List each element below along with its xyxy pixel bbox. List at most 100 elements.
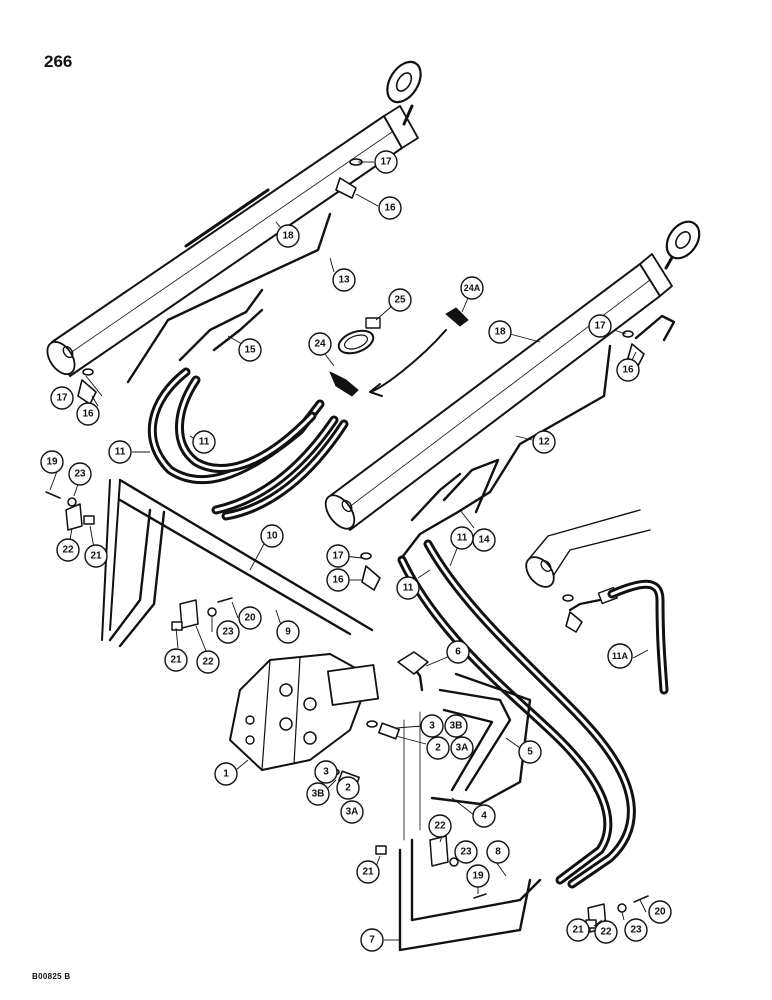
callout: 18 [276,224,300,248]
callout: 14 [472,528,496,552]
callout-label: 16 [384,203,396,214]
callout-label: 16 [82,409,94,420]
callout-label: 23 [222,627,234,638]
callout-label: 11 [199,437,210,448]
figure-code: B00825 B [32,972,71,981]
page-number: 266 [44,52,73,71]
callout: 25 [388,288,412,312]
callout-label: 8 [495,847,501,858]
callout: 5 [518,740,542,764]
callout: 6 [446,640,470,664]
callout: 8 [486,840,510,864]
callout-label: 15 [244,345,256,356]
callout-label: 17 [56,393,68,404]
callout-label: 20 [244,613,256,624]
callout: 22 [428,814,452,838]
callout: 21 [84,544,108,568]
callout-label: 18 [494,327,506,338]
callout-label: 21 [170,655,182,666]
leader-lines [49,161,649,941]
callout: 19 [40,450,64,474]
callout: 3A [450,736,474,760]
callout-label: 20 [654,907,666,918]
hoses-right [397,539,636,889]
callout-label: 2 [435,743,441,754]
callout-label: 3B [312,789,325,800]
cylinder-end-inset [525,509,669,695]
callout: 11 [192,430,216,454]
callout: 16 [378,196,402,220]
callout: 22 [56,538,80,562]
callout-label: 21 [572,925,584,936]
callout-label: 2 [345,783,351,794]
callout: 13 [332,268,356,292]
callout-label: 21 [90,551,102,562]
callout-label: 14 [478,535,490,546]
fittings [77,158,645,788]
hoses-left [147,367,349,521]
callout: 16 [76,402,100,426]
control-valve [229,653,380,771]
callout-label: 13 [338,275,350,286]
callout: 23 [454,840,478,864]
callout-label: 17 [332,551,344,562]
callout-label: 3 [323,767,329,778]
callout: 3 [420,714,444,738]
callout-label: 23 [630,925,642,936]
callout-label: 6 [455,647,461,658]
callout: 22 [594,920,618,944]
callout: 3 [314,760,338,784]
callout: 21 [356,860,380,884]
callout: 24A [460,276,484,300]
callout-label: 3A [346,807,359,818]
callout-label: 4 [481,811,487,822]
callout: 16 [326,568,350,592]
callout-label: 21 [362,867,374,878]
callout: 3B [444,714,468,738]
callout: 17 [588,314,612,338]
callout: 21 [164,648,188,672]
callout: 15 [238,338,262,362]
callout: 4 [472,804,496,828]
callout: 23 [624,918,648,942]
callout: 17 [50,386,74,410]
callout-label: 18 [282,231,294,242]
callout: 24 [308,332,332,356]
callout: 17 [374,150,398,174]
callout: 17 [326,544,350,568]
callout: 11A [607,643,633,669]
callout: 16 [616,358,640,382]
callout-label: 7 [369,935,375,946]
cylinder-upper-left [46,60,422,377]
callout: 3B [306,782,330,806]
callout-label: 17 [380,157,392,168]
callout-label: 1 [223,769,229,780]
callout: 11 [108,440,132,464]
callout-label: 3 [429,721,435,732]
callout-label: 11 [115,447,126,458]
callout: 1 [214,762,238,786]
callout-label: 22 [600,927,612,938]
callout: 12 [532,430,556,454]
callout: 3A [340,800,364,824]
callout-label: 23 [460,847,472,858]
callout-label: 9 [285,627,291,638]
callout: 22 [196,650,220,674]
callout-label: 23 [74,469,86,480]
callout-label: 19 [46,457,58,468]
callout: 18 [488,320,512,344]
callout: 7 [360,928,384,952]
callout: 20 [648,900,672,924]
callout-label: 25 [394,295,406,306]
tube-lines-upper [126,212,676,562]
hose-clamp [329,307,469,397]
tube-lines-lower [398,658,542,952]
callout-label: 3A [456,743,469,754]
callout-label: 3B [450,721,463,732]
callout-label: 5 [527,747,533,758]
callout: 19 [466,864,490,888]
callout-label: 24A [464,283,481,293]
callout-label: 12 [538,437,550,448]
callout-label: 11A [612,651,629,661]
